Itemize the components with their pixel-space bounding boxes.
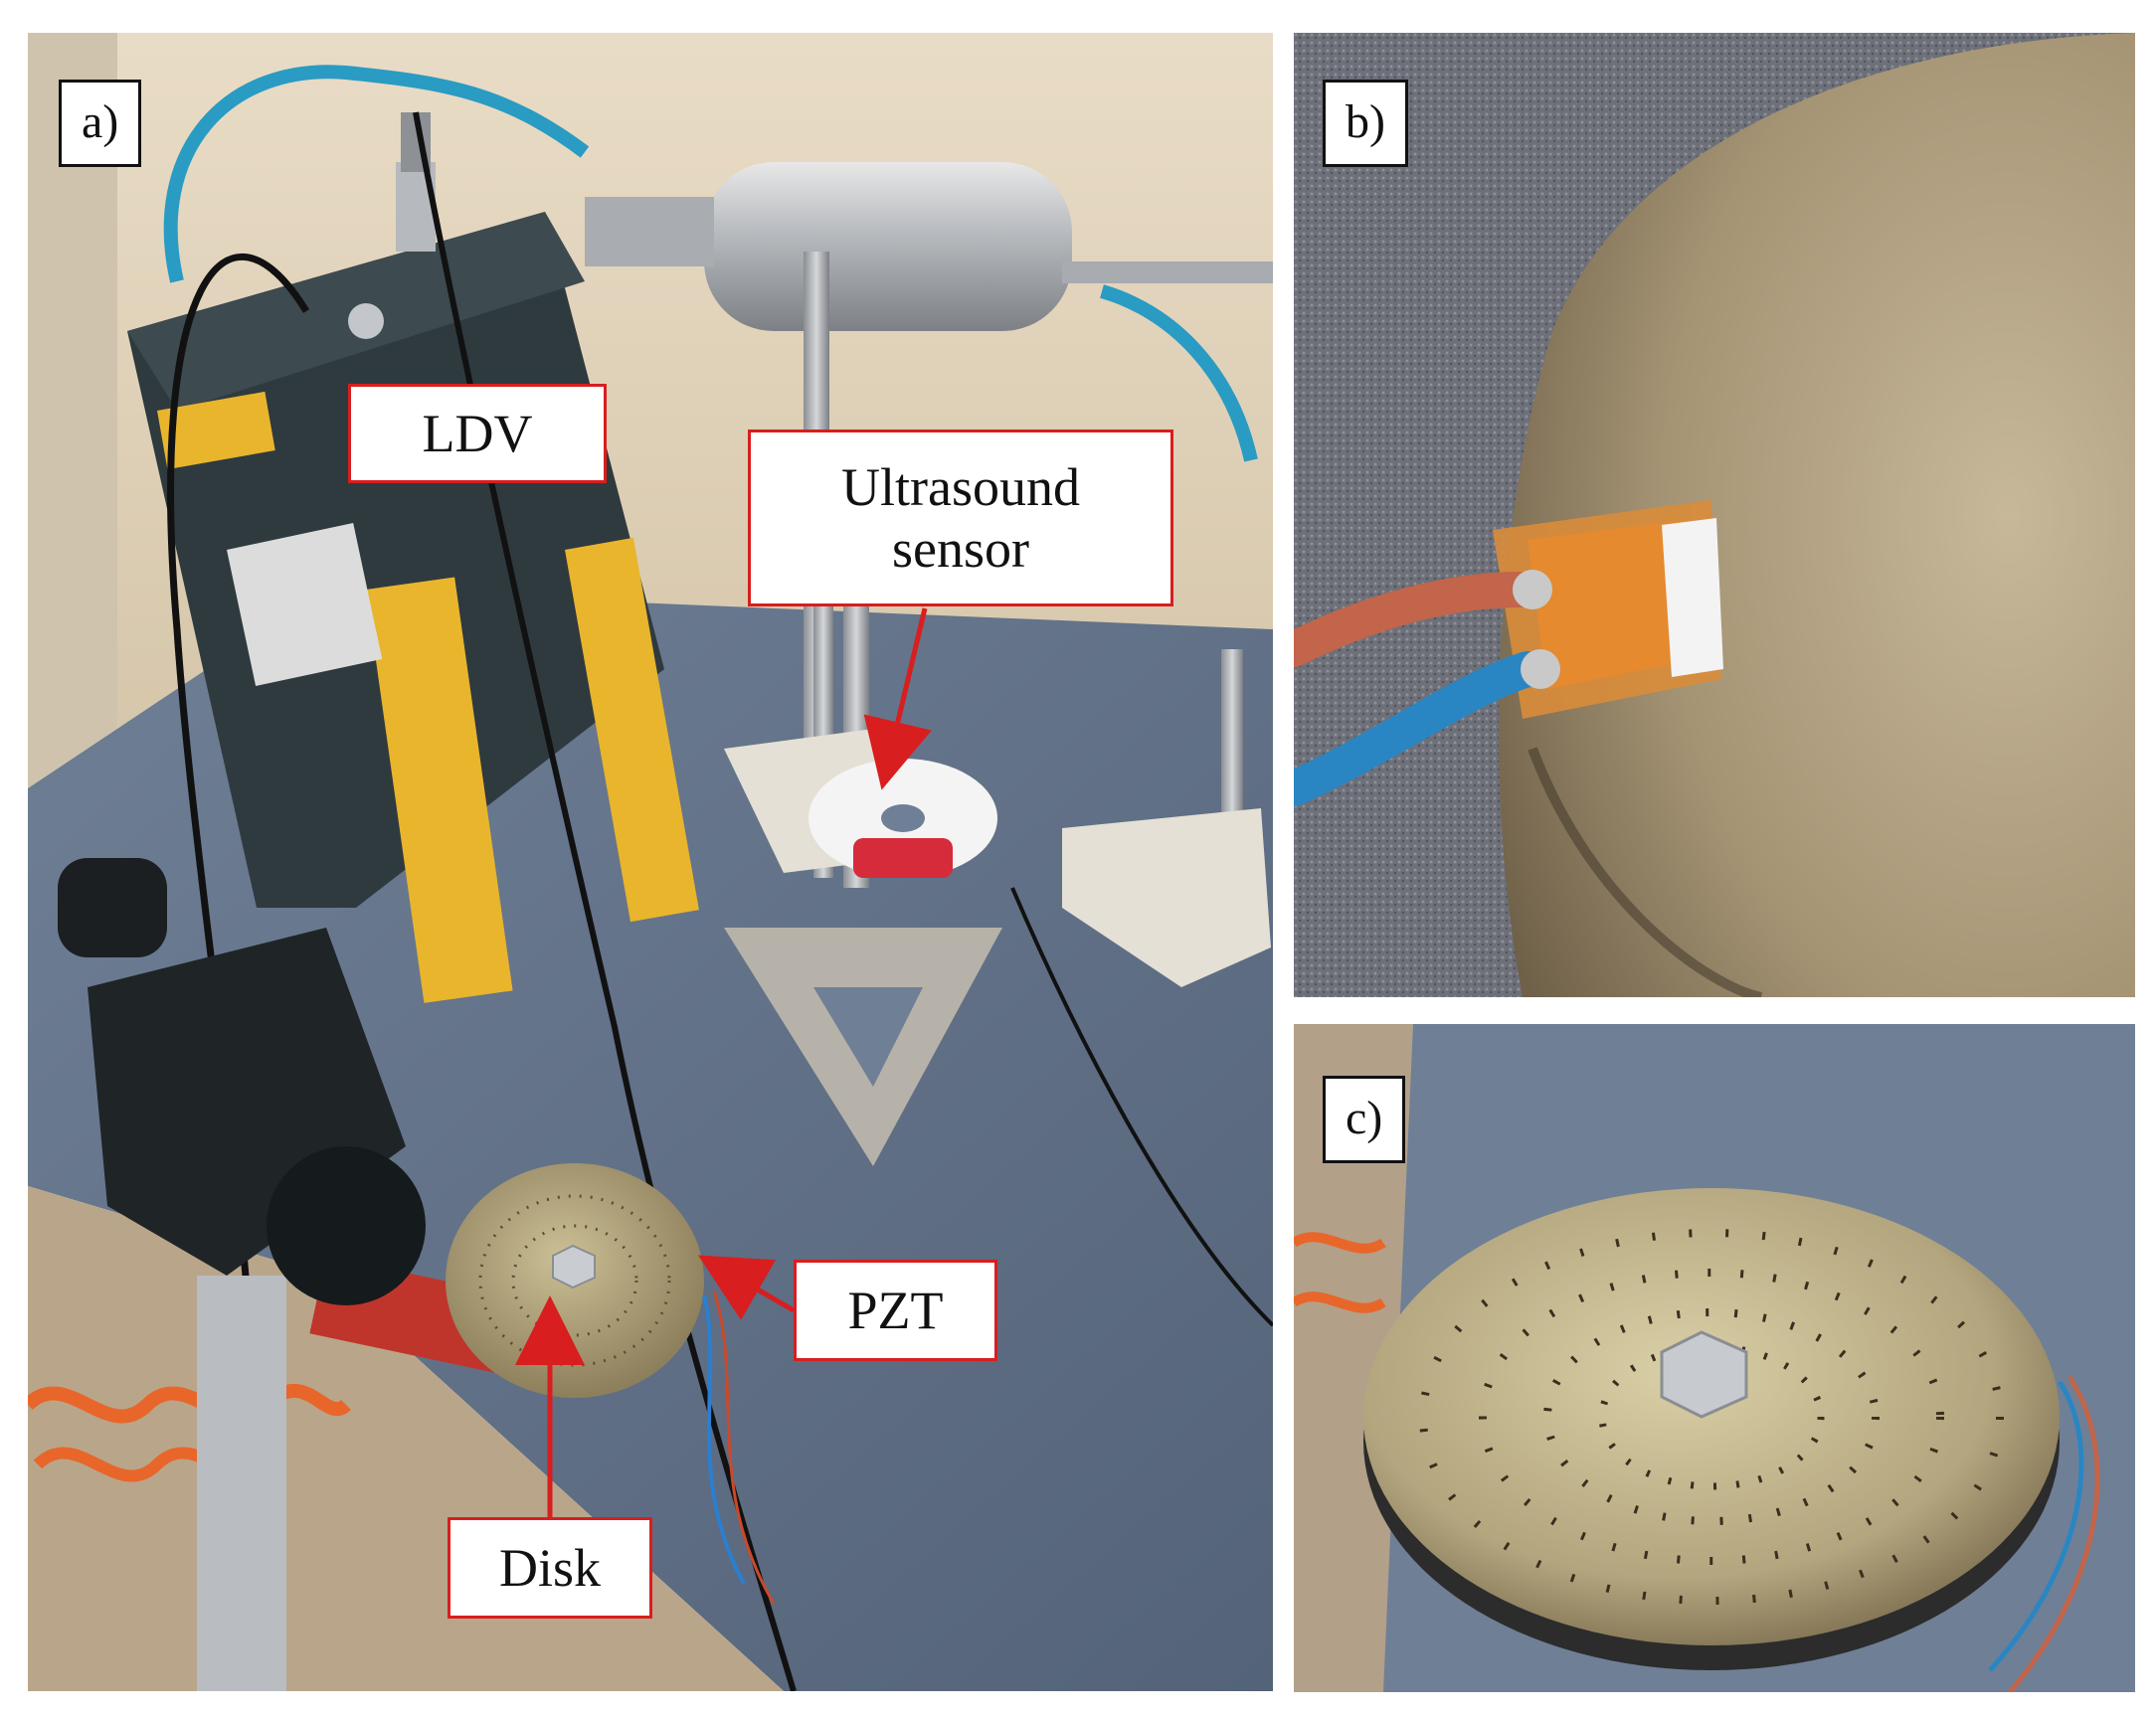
panel-label-b: b) xyxy=(1323,80,1408,167)
callout-ldv-text: LDV xyxy=(422,403,533,463)
disk-closeup-illustration xyxy=(1294,1024,2135,1692)
panel-b-photo xyxy=(1294,33,2135,997)
panel-label-c: c) xyxy=(1323,1076,1406,1163)
callout-pzt: PZT xyxy=(794,1260,997,1361)
callout-disk: Disk xyxy=(448,1517,652,1619)
panel-c-photo xyxy=(1294,1024,2135,1692)
callout-ultrasound-sensor: Ultrasound sensor xyxy=(748,430,1173,606)
lab-setup-illustration xyxy=(28,33,1273,1691)
callout-pzt-text: PZT xyxy=(847,1280,944,1340)
pzt-closeup-illustration xyxy=(1294,33,2135,997)
callout-ultrasound-line1: Ultrasound xyxy=(841,456,1080,517)
panel-a-photo xyxy=(28,33,1273,1691)
callout-disk-text: Disk xyxy=(498,1537,601,1598)
panel-label-a: a) xyxy=(59,80,142,167)
callout-ultrasound-line2: sensor xyxy=(892,519,1029,579)
callout-ldv: LDV xyxy=(348,384,607,483)
